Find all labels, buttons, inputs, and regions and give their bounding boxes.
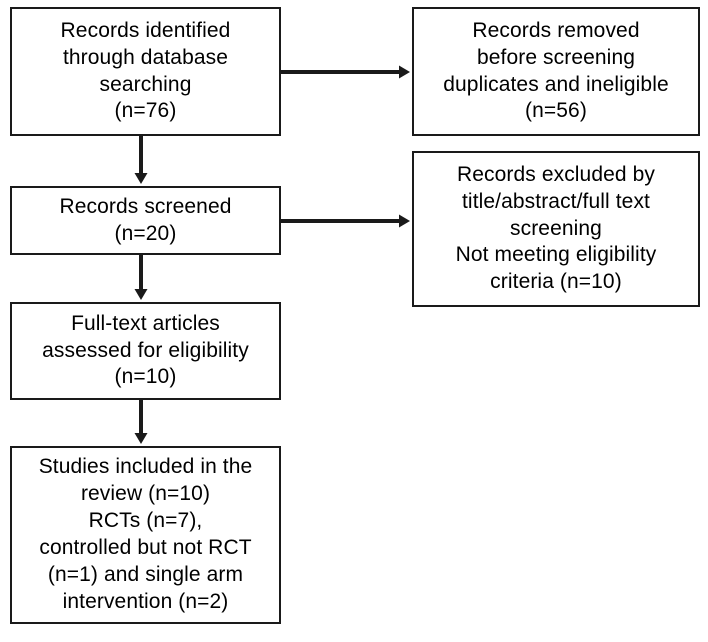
- flow-box-records-identified: Records identified through database sear…: [10, 7, 281, 136]
- flow-box-full-text-assessed: Full-text articles assessed for eligibil…: [10, 302, 281, 400]
- flow-box-records-removed: Records removed before screening duplica…: [412, 7, 700, 136]
- flow-box-records-screened: Records screened (n=20): [10, 186, 281, 255]
- flow-arrow-screened-to-excluded: [267, 207, 424, 235]
- flow-box-studies-included: Studies included in the review (n=10) RC…: [10, 446, 281, 624]
- flow-box-records-excluded: Records excluded by title/abstract/full …: [412, 151, 700, 307]
